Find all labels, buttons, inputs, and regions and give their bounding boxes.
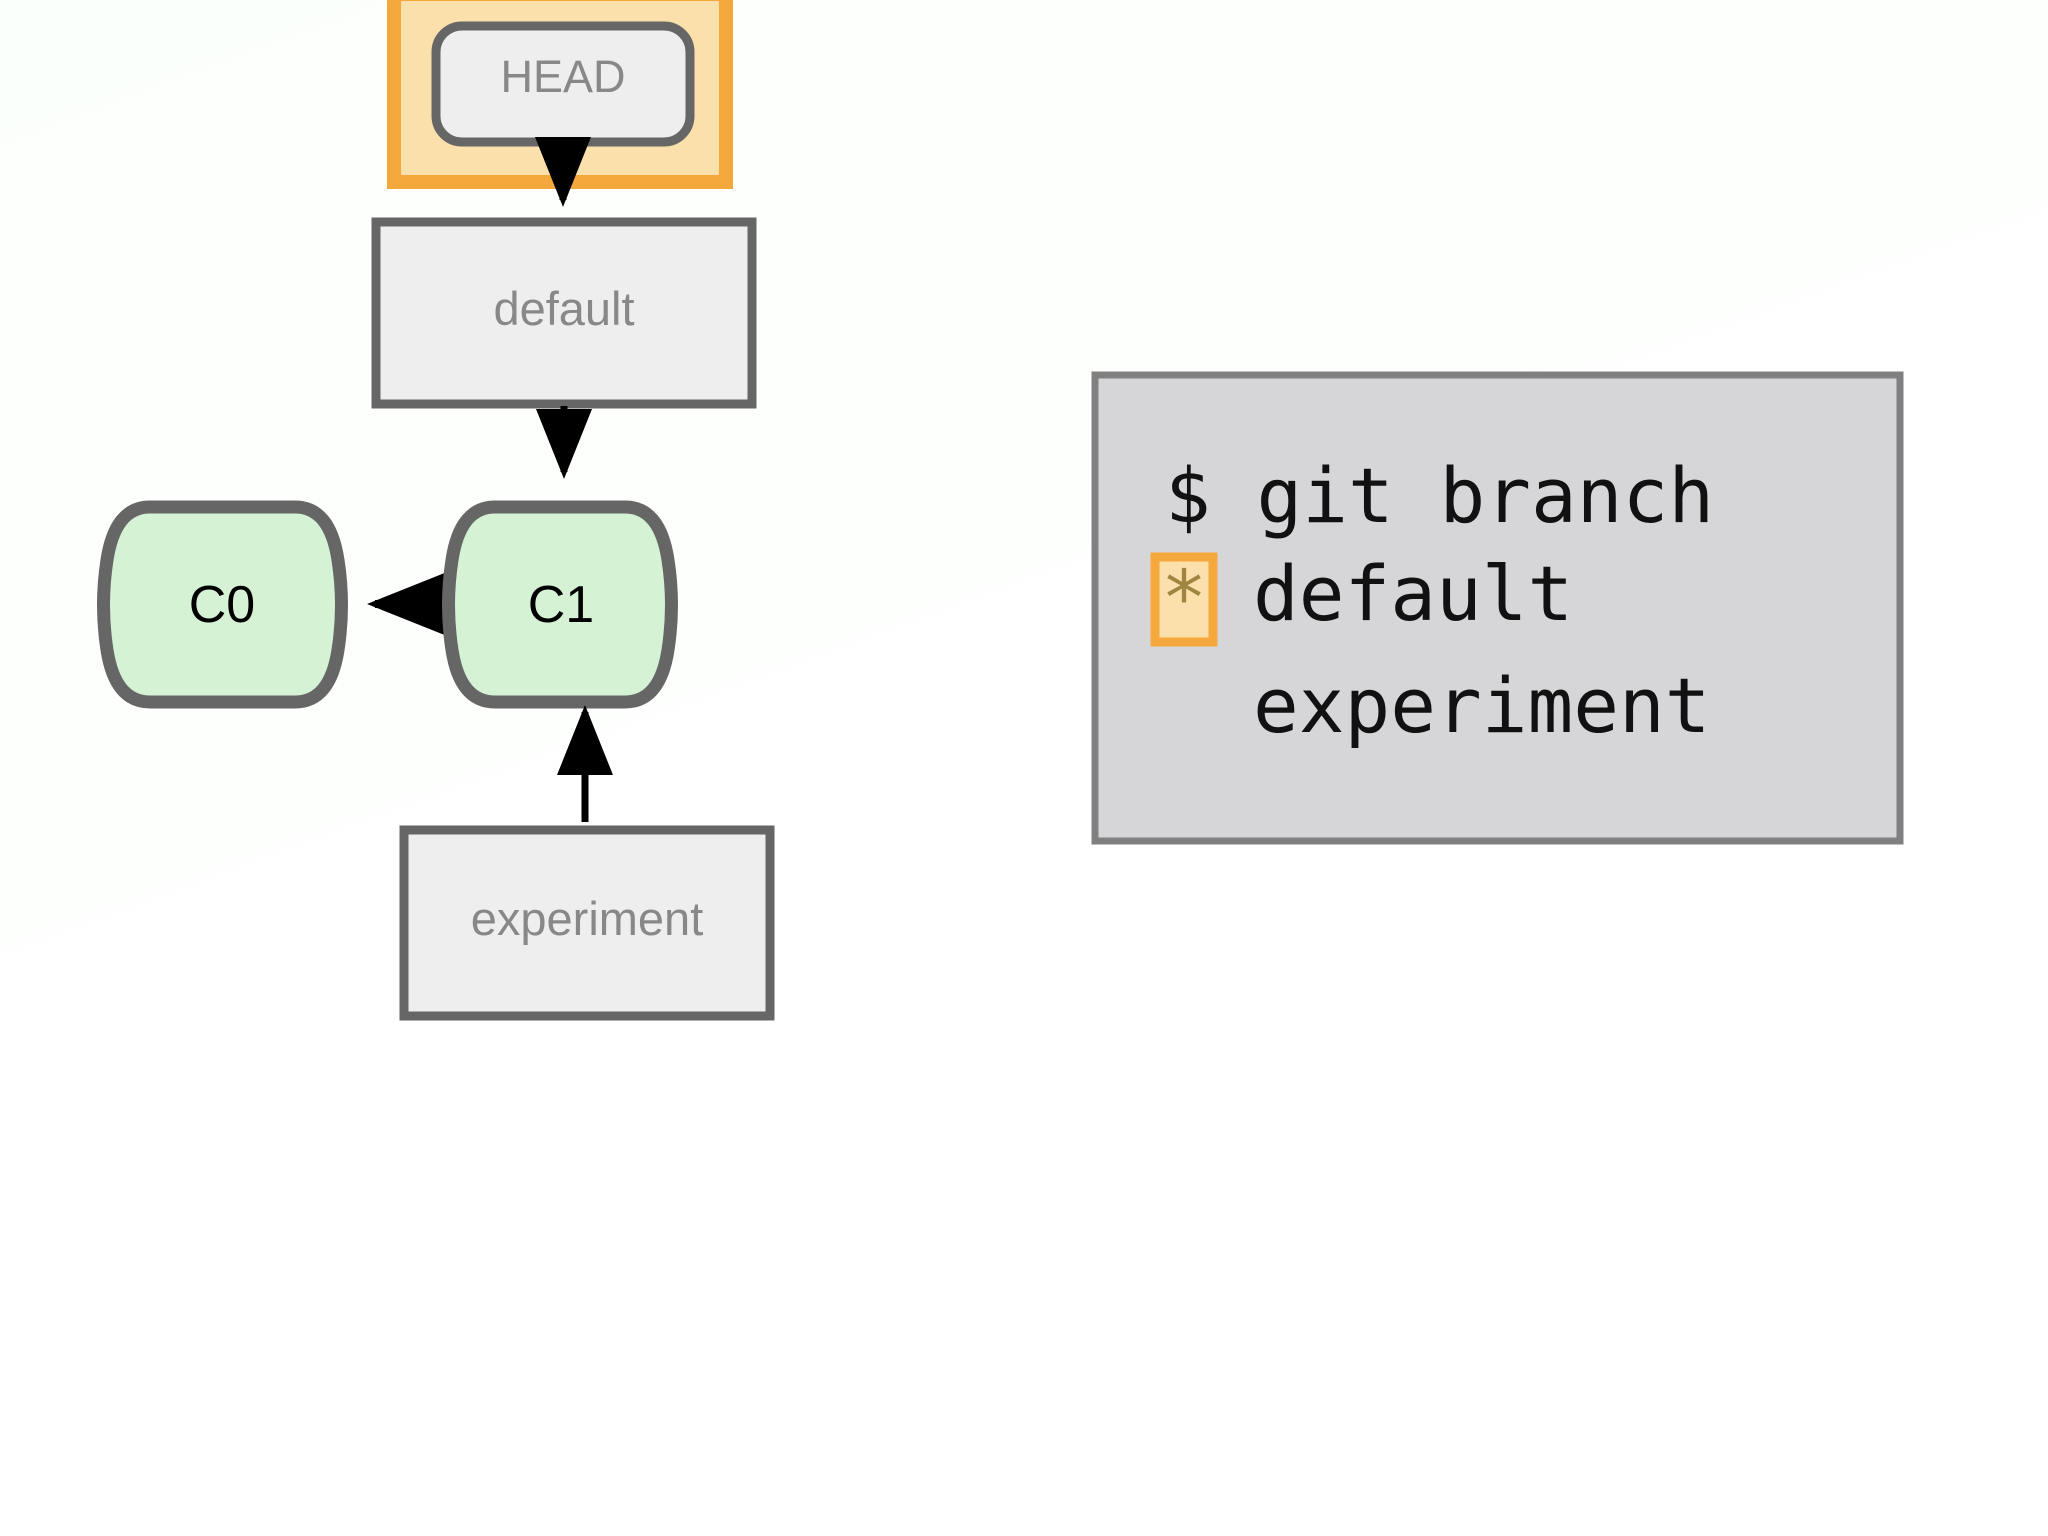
- commit-node-c1[interactable]: [442, 500, 678, 709]
- branch-label-experiment: experiment: [471, 892, 704, 945]
- commit-label-c1: C1: [528, 576, 594, 634]
- head-node-label: HEAD: [500, 51, 625, 102]
- commit-node-c0[interactable]: [97, 500, 348, 709]
- terminal-line-command: $ git branch: [1165, 451, 1714, 540]
- commit-label-c0: C0: [189, 576, 255, 634]
- branch-node-experiment[interactable]: [399, 825, 775, 1021]
- terminal-line-branch-current: default: [1253, 549, 1573, 638]
- terminal-line-branch-other: experiment: [1253, 661, 1711, 750]
- asterisk-highlight-box: [1150, 552, 1218, 647]
- branch-node-default[interactable]: [371, 217, 757, 409]
- asterisk-marker: *: [1161, 553, 1207, 642]
- terminal-panel-background: [1091, 371, 1904, 845]
- branch-label-default: default: [493, 282, 634, 335]
